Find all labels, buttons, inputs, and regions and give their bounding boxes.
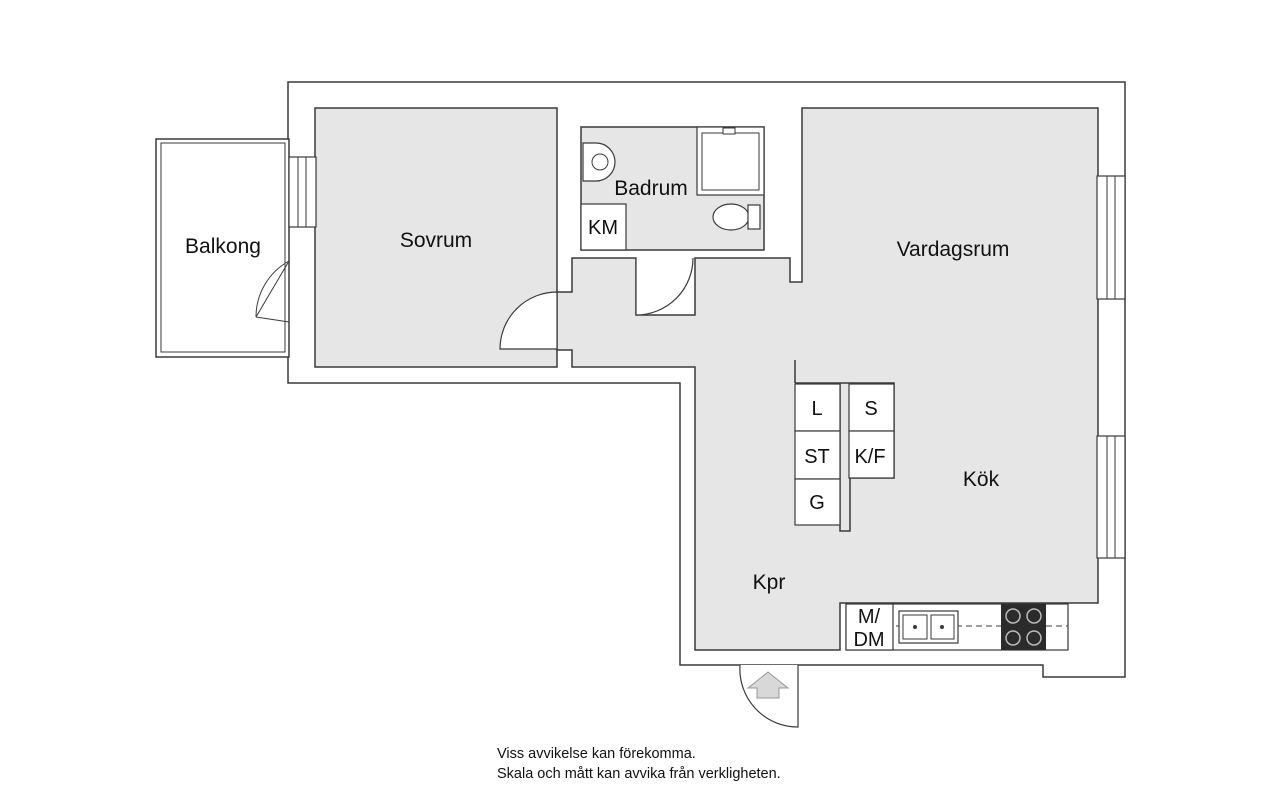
label-kpr: Kpr <box>753 571 786 594</box>
bedroom-floor <box>314 107 558 368</box>
label-vardagsrum: Vardagsrum <box>897 238 1010 261</box>
shower-tap <box>722 127 736 135</box>
hob-ring-4 <box>1026 630 1042 646</box>
label-kf: K/F <box>854 446 885 468</box>
shower <box>696 126 765 196</box>
label-km: KM <box>588 217 618 239</box>
label-badrum: Badrum <box>614 177 688 200</box>
living-window <box>1096 175 1126 300</box>
disclaimer-line-1: Viss avvikelse kan förekomma. <box>497 746 696 762</box>
balcony-inner-rail <box>160 142 286 353</box>
kitchen-sink <box>898 610 959 644</box>
closet-g <box>794 478 841 526</box>
label-st: ST <box>804 446 830 468</box>
balcony <box>155 138 290 358</box>
hob-ring-3 <box>1005 630 1021 646</box>
dishwasher-box <box>845 603 894 651</box>
disclaimer: Viss avvikelse kan förekomma. Skala och … <box>497 744 781 784</box>
toilet-bowl <box>712 203 750 231</box>
label-l: L <box>811 398 822 420</box>
label-kok: Kök <box>963 468 1000 491</box>
sink-drain <box>591 153 609 171</box>
closet-l <box>794 383 841 432</box>
sink <box>582 142 616 182</box>
closet-s <box>848 383 895 432</box>
label-g: G <box>809 492 825 514</box>
bedroom-door <box>499 291 558 350</box>
toilet-tank <box>747 204 761 230</box>
label-m: M/ <box>858 606 881 628</box>
entrance-arrow-icon <box>746 671 790 699</box>
bedroom-window <box>288 156 317 228</box>
balcony-door-swing <box>255 260 290 323</box>
label-dm: DM <box>853 629 884 651</box>
label-balkong: Balkong <box>185 235 261 258</box>
kitchen-sink-basin-1 <box>902 614 928 640</box>
kitchen-sink-basin-2 <box>930 614 955 640</box>
label-s: S <box>864 398 877 420</box>
bathroom-door <box>635 257 694 316</box>
washing-machine-box <box>580 203 627 251</box>
kitchen-window <box>1096 435 1126 559</box>
hob-ring-1 <box>1005 608 1021 624</box>
label-sovrum: Sovrum <box>400 229 472 252</box>
disclaimer-line-2: Skala och mått kan avvika från verklighe… <box>497 766 781 782</box>
hob-ring-2 <box>1026 608 1042 624</box>
sink-drain-1 <box>913 625 917 629</box>
sink-drain-2 <box>940 625 944 629</box>
closet-kf <box>848 430 895 479</box>
balcony-door-arc <box>255 260 290 318</box>
